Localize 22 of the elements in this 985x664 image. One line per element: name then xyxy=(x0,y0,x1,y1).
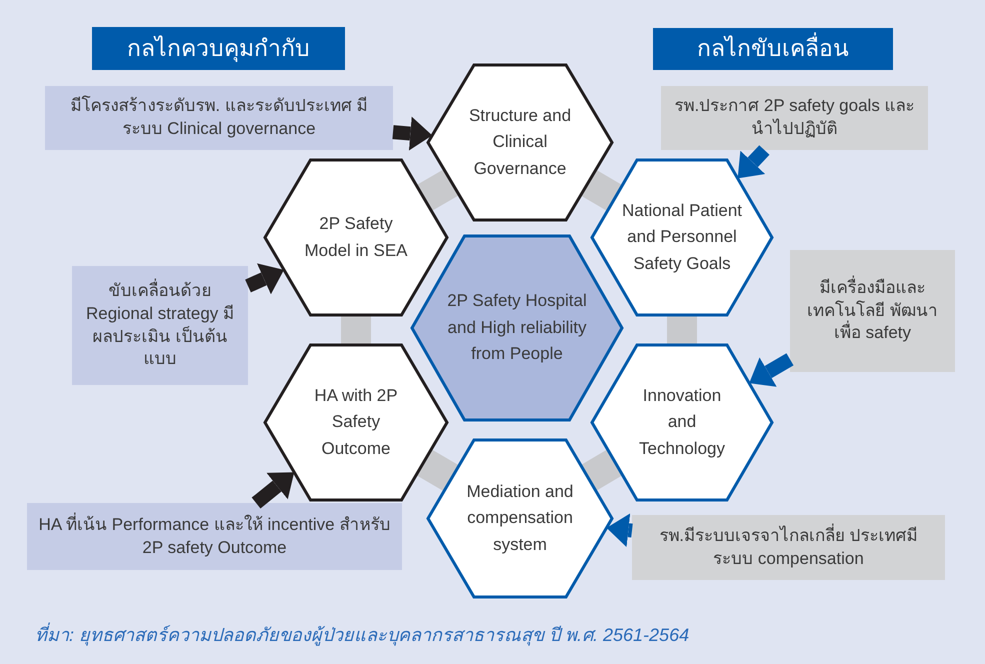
block-arrow xyxy=(738,145,770,178)
heading-banner: กลไกขับเคลื่อน xyxy=(653,28,893,70)
block-arrow xyxy=(392,116,432,151)
heading-banner: กลไกควบคุมกำกับ xyxy=(92,27,345,70)
note-box: มีเครื่องมือและ เทคโนโลยี พัฒนาเพื่อ safety xyxy=(790,250,955,372)
block-arrow xyxy=(749,353,794,387)
note-box: รพ.ประกาศ 2P safety goals และนำไปปฏิบัติ xyxy=(661,86,928,150)
block-arrow xyxy=(245,263,284,294)
note-box: ขับเคลื่อนด้วย Regional strategy มีผลประเมิน เป็นต้นแบบ xyxy=(72,266,248,385)
node-text: HA with 2P Safety Outcome xyxy=(313,384,399,460)
node-text: 2P Safety Model in SEA xyxy=(304,213,408,262)
node-text: National Patient and Personnel Safety Goals xyxy=(620,200,744,275)
node-text: 2P Safety Hospital and High reliability from People xyxy=(446,290,588,366)
note-box: รพ.มีระบบเจรจาไกลเกลี่ย ประเทศมีระบบ compensation xyxy=(632,515,945,580)
node-text: Mediation and compensation system xyxy=(466,480,574,556)
block-arrow xyxy=(252,472,294,508)
note-box: HA ที่เน้น Performance และให้ incentive สำหรับ 2P safety Outcome xyxy=(27,503,402,570)
note-box: มีโครงสร้างระดับรพ. และระดับประเทศ มีระบบ Clinical governance xyxy=(45,86,393,150)
block-arrow xyxy=(606,513,633,548)
source-caption: ที่มา: ยุทธศาสตร์ความปลอดภัยของผู้ป่วยและบุคลากรสาธารณสุข ปี พ.ศ. 2561-2564 xyxy=(35,620,690,649)
node-text: Structure and Clinical Governance xyxy=(468,104,572,180)
node-text: Innovation and Technology xyxy=(638,384,726,460)
